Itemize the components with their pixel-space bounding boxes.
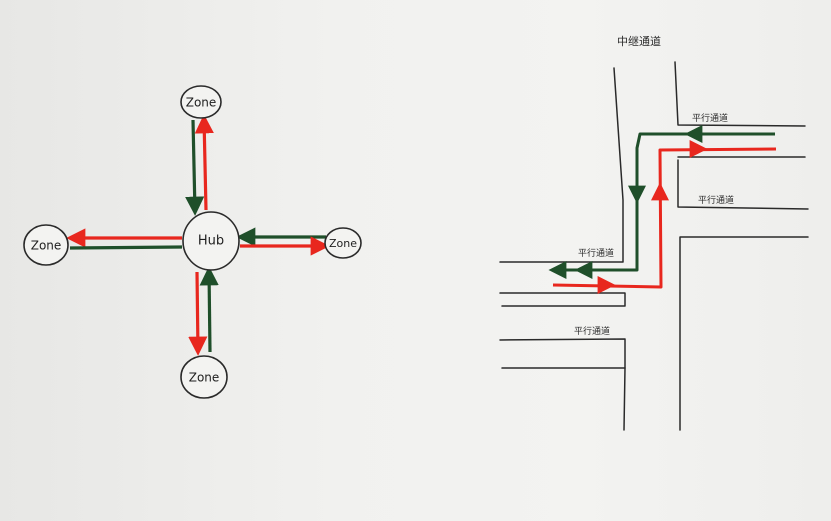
zone-bottom-node: Zone [180,355,228,399]
corridor-left-wall-upper [499,67,624,263]
relay-red-route [552,147,777,289]
hub-bottom-inbound-arrow [199,266,219,353]
relay-title: 中继通道 [617,34,661,48]
hub-bottom-outbound-arrow [188,271,208,356]
corridor-walls [499,61,809,431]
left-branch-line-a [499,292,626,307]
corridor-right-wall-upper [674,61,806,127]
hub-top-outbound-arrow [194,114,214,211]
lane-label-left-lower: 平行通道 [574,325,610,337]
hub-left-inbound-arrow [69,245,183,250]
zone-left-node: Zone [23,224,69,266]
zone-top-label: Zone [186,96,217,110]
relay-diagram: 中继通道 平行通道 平行通道 平行通道 [499,34,809,431]
zone-right-label: Zone [329,237,357,250]
hub-node: Hub [182,211,240,271]
corridor-right-wall-lower [679,236,809,431]
hub-diagram: Zone Zone Hub Zone Zone [23,85,362,399]
hub-top-inbound-arrow [185,119,205,216]
zone-right-node: Zone [324,227,362,259]
hub-label: Hub [198,234,224,249]
lane-label-left-upper: 平行通道 [578,247,614,259]
left-branch-line-b [499,338,626,369]
zone-bottom-label: Zone [189,371,220,385]
right-branch-lower-line [677,159,809,210]
zone-left-label: Zone [31,239,62,253]
lane-label-upper-right: 平行通道 [692,112,728,124]
lane-label-middle-right: 平行通道 [698,194,734,206]
zone-top-node: Zone [180,85,222,119]
left-branch-line-c [501,367,626,431]
